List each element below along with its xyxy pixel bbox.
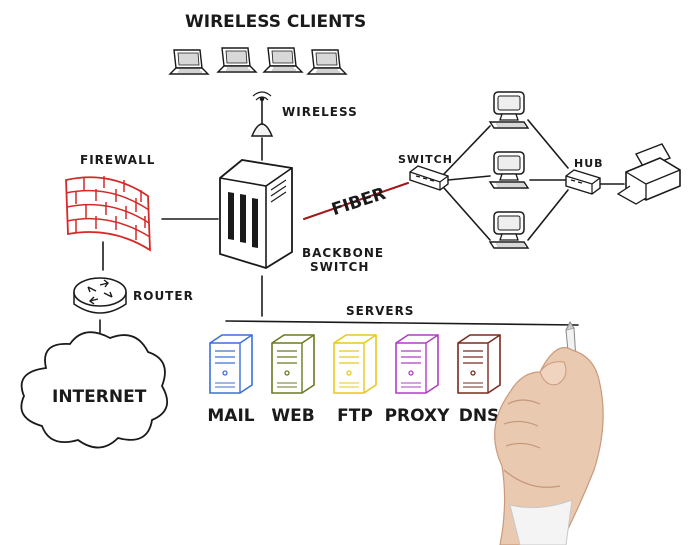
workstation-icon <box>489 211 529 249</box>
servers-bus <box>225 320 579 326</box>
antenna-icon <box>250 91 274 137</box>
fiber-label: FIBER <box>329 184 388 220</box>
server-web: WEB <box>271 334 315 426</box>
wireless-clients-label: WIRELESS CLIENTS <box>185 12 366 32</box>
hand-with-marker <box>494 321 604 545</box>
server-proxy: PROXY <box>385 334 451 426</box>
laptop-icon <box>263 47 303 73</box>
server-icon <box>457 334 501 394</box>
internet-label: INTERNET <box>52 387 147 407</box>
laptop-icon <box>307 49 347 75</box>
switch-label: SWITCH <box>398 153 453 166</box>
server-label: WEB <box>271 406 314 426</box>
hub-icon <box>565 169 601 195</box>
printer-icon <box>616 143 681 205</box>
workstation-icon <box>489 91 529 129</box>
server-label: PROXY <box>385 406 451 426</box>
switch-icon <box>409 165 449 191</box>
cloud-icon <box>20 331 169 449</box>
wireless-label: WIRELESS <box>282 105 358 119</box>
fiber-link <box>303 182 409 220</box>
server-label: FTP <box>337 406 373 426</box>
laptop-icon <box>169 49 209 75</box>
server-icon <box>395 334 439 394</box>
switch-links <box>443 119 625 241</box>
workstation-icon <box>489 151 529 189</box>
server-icon <box>209 334 253 394</box>
server-label: DNS <box>459 406 500 426</box>
router-icon <box>73 277 127 314</box>
firewall-icon <box>65 176 151 252</box>
server-dns: DNS <box>457 334 501 426</box>
backbone-label-line1: BACKBONE <box>302 246 384 260</box>
router-label: ROUTER <box>133 289 194 303</box>
server-mail: MAIL <box>207 334 255 426</box>
server-ftp: FTP <box>333 334 377 426</box>
servers-label: SERVERS <box>346 304 414 318</box>
server-icon <box>333 334 377 394</box>
backbone-label-line2: SWITCH <box>310 260 369 274</box>
server-label: MAIL <box>207 406 254 426</box>
server-icon <box>271 334 315 394</box>
firewall-label: FIREWALL <box>80 153 155 167</box>
backbone-switch-icon <box>219 159 293 269</box>
laptop-icon <box>217 47 257 73</box>
server-group: MAIL WEB FTP PROXY DNS <box>207 334 501 426</box>
hub-label: HUB <box>574 157 604 170</box>
